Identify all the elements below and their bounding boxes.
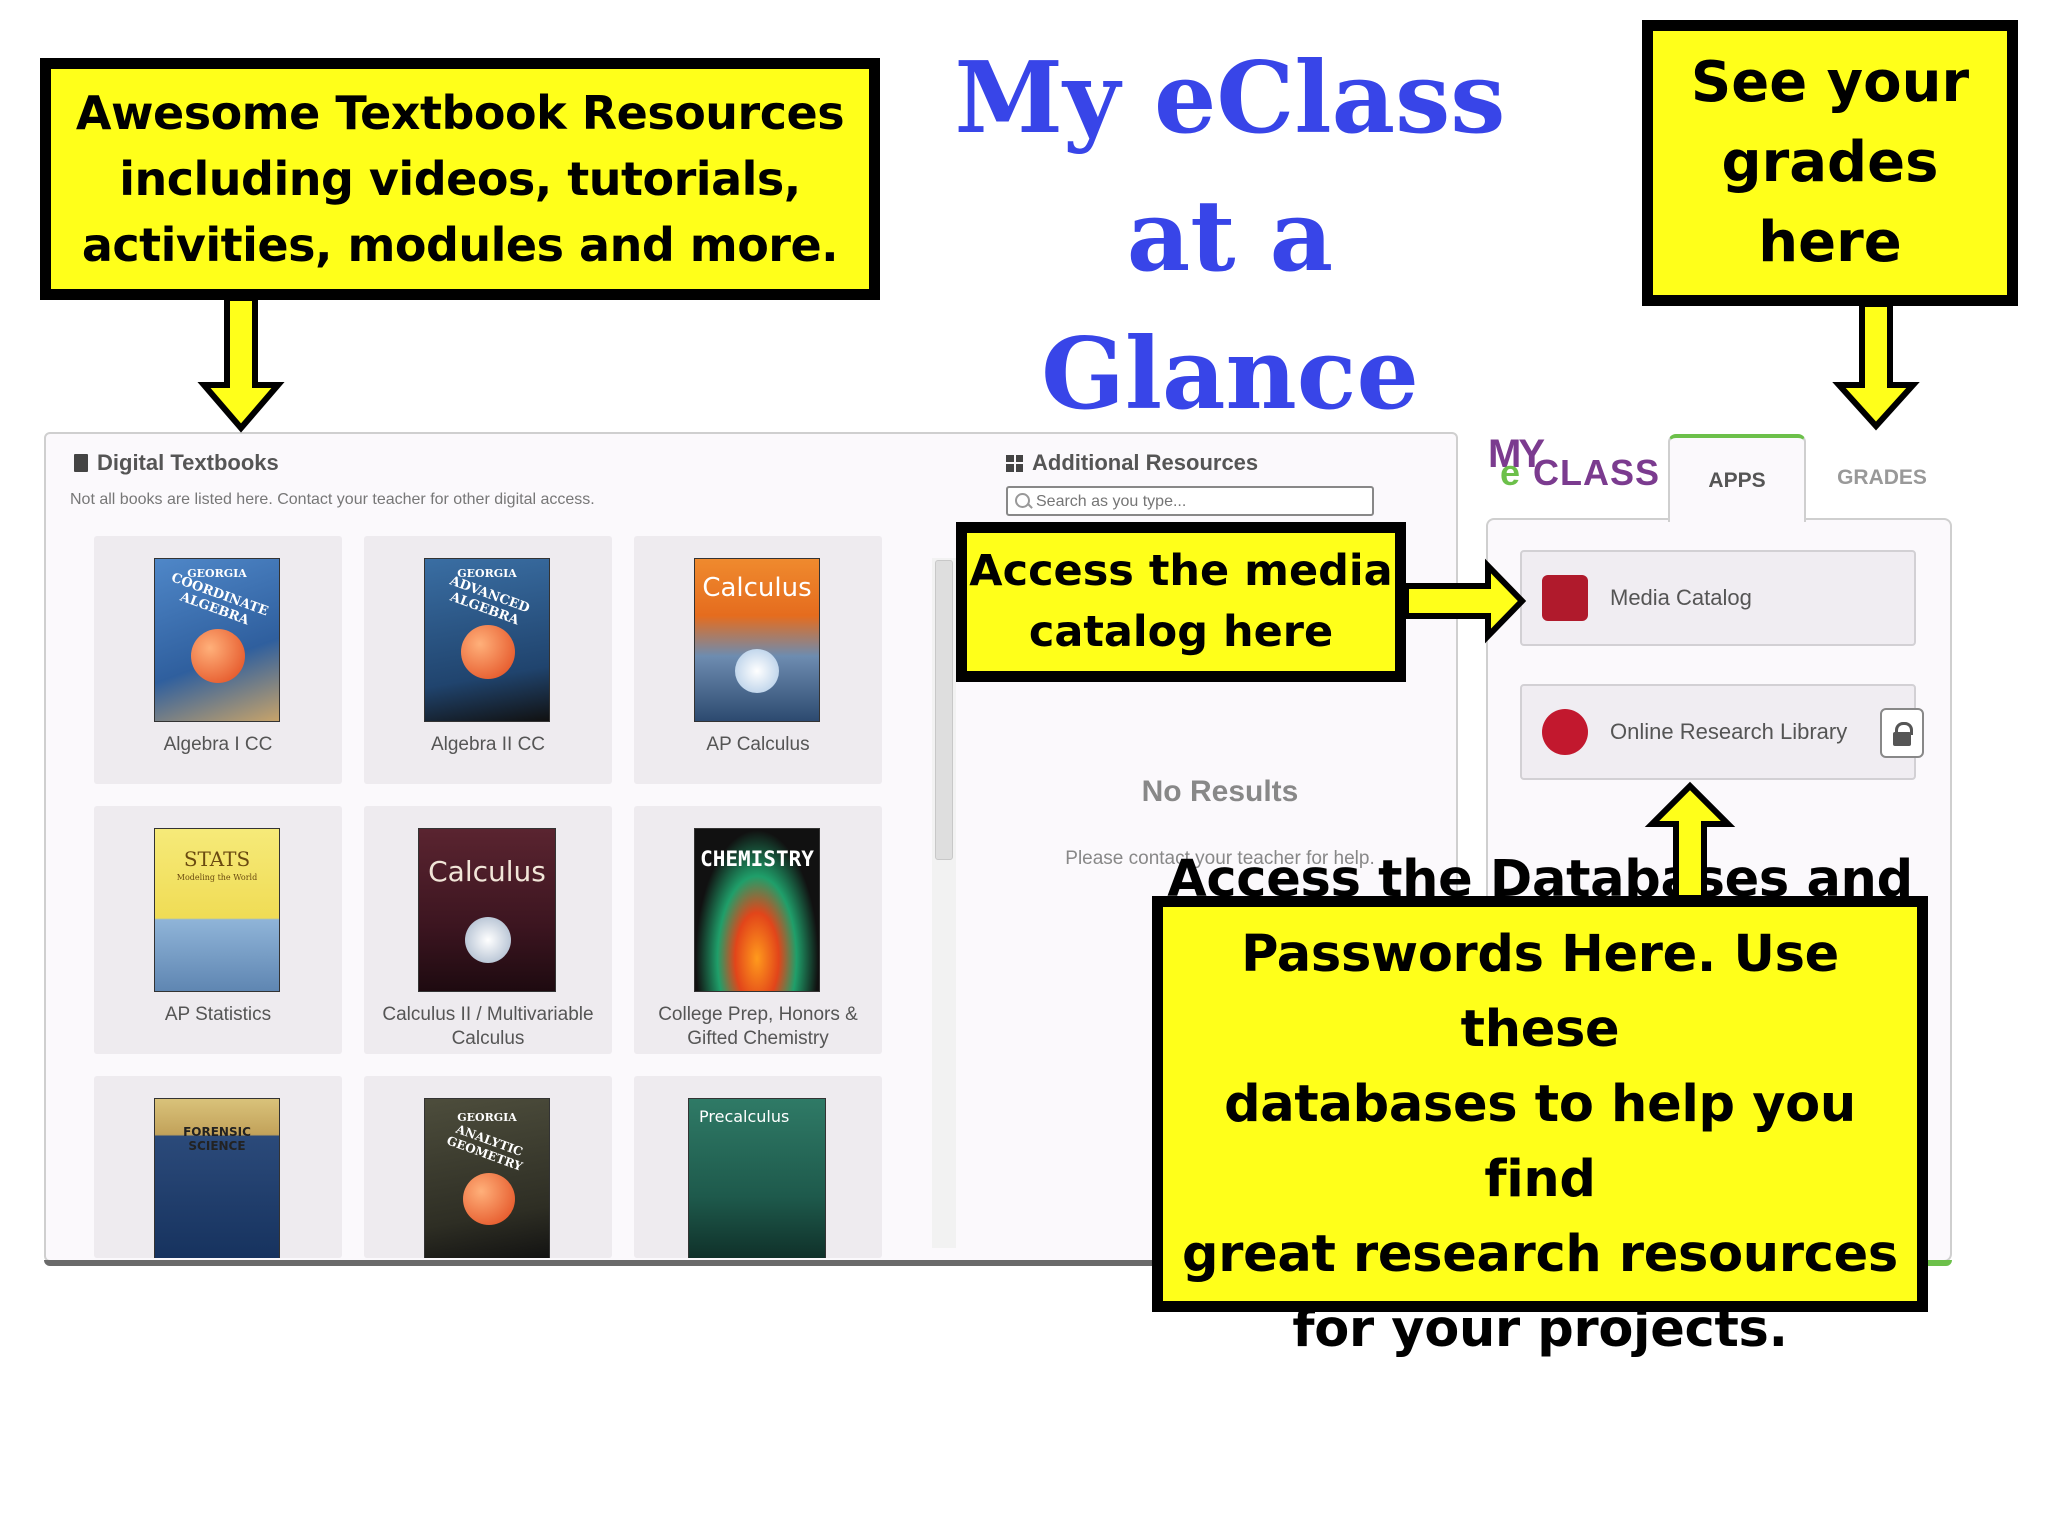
arrow-right-media — [1403, 558, 1527, 644]
scrollbar-thumb[interactable] — [935, 560, 953, 860]
databases-callout-line-4: great research resources — [1182, 1224, 1898, 1284]
page-title-line-1: My eClass — [954, 41, 1506, 156]
arrow-down-grades — [1832, 301, 1920, 431]
grades-callout-line-1: See your — [1690, 50, 1970, 115]
databases-callout-line-5: for your projects. — [1292, 1299, 1788, 1359]
book-icon — [74, 454, 88, 472]
textbooks-callout: Awesome Textbook Resources including vid… — [40, 58, 880, 300]
media-catalog-label: Media Catalog — [1610, 585, 1752, 610]
book-label: Calculus II / Multivariable Calculus — [370, 1003, 606, 1051]
book-cover-subtitle: Modeling the World — [176, 873, 258, 882]
media-callout: Access the media catalog here — [956, 522, 1406, 682]
research-library-icon — [1542, 709, 1588, 755]
book-cover: Calculus — [694, 558, 820, 722]
book-cover: GEORGIA ADVANCED ALGEBRA — [424, 558, 550, 722]
resources-search-box[interactable] — [1006, 486, 1374, 516]
book-cover: GEORGIA ANALYTIC GEOMETRY — [424, 1098, 550, 1258]
book-label: AP Calculus — [706, 734, 810, 755]
book-cover: STATS Modeling the World — [154, 828, 280, 992]
page-title-line-2: at a — [1126, 179, 1334, 294]
grades-callout-line-3: here — [1758, 210, 1902, 275]
book-label: Algebra I CC — [163, 734, 273, 755]
myeclass-logo: MY e CLASS — [1488, 432, 1661, 500]
book-cover: FORENSIC SCIENCE — [154, 1098, 280, 1258]
book-cover-title: STATS — [183, 847, 251, 871]
grades-callout: See your grades here — [1642, 20, 2018, 306]
book-cover-title: Precalculus — [699, 1107, 790, 1126]
peach-image — [463, 1173, 515, 1225]
book-cover-title: CHEMISTRY — [700, 847, 814, 871]
grades-callout-line-2: grades — [1721, 130, 1939, 195]
online-research-library-button[interactable]: Online Research Library — [1520, 684, 1916, 780]
book-cover-title: Calculus — [702, 573, 812, 603]
tab-apps[interactable]: APPS — [1668, 434, 1806, 522]
help-text: Please contact your teacher for help. — [1065, 848, 1375, 869]
book-label-line-1: Calculus II / Multivariable — [382, 1004, 594, 1025]
sphere-image — [735, 649, 779, 693]
media-callout-line-1: Access the media — [969, 546, 1393, 596]
book-cover-title: GEORGIA — [457, 1111, 517, 1124]
logo-class: CLASS — [1533, 452, 1661, 493]
book-cover: GEORGIA COORDINATE ALGEBRA — [154, 558, 280, 722]
sphere-image — [465, 917, 511, 963]
media-catalog-icon — [1542, 575, 1588, 621]
online-research-library-label: Online Research Library — [1610, 719, 1848, 744]
book-tile-algebra-2[interactable]: GEORGIA ADVANCED ALGEBRA Algebra II CC — [364, 536, 612, 784]
no-results-text: No Results — [1141, 775, 1299, 808]
book-label: College Prep, Honors & Gifted Chemistry — [640, 1003, 876, 1051]
book-tile-precalculus[interactable]: Precalculus — [634, 1076, 882, 1258]
search-icon — [1015, 493, 1030, 508]
book-label: Algebra II CC — [430, 734, 546, 755]
page-title-line-3: Glance — [1041, 317, 1419, 432]
digital-textbooks-header: Digital Textbooks — [74, 450, 279, 476]
additional-resources-title: Additional Resources — [1032, 450, 1259, 475]
resources-search-input[interactable] — [1034, 490, 1358, 514]
databases-callout-line-2: Passwords Here. Use these — [1241, 924, 1839, 1059]
databases-callout: Access the Databases and Passwords Here.… — [1152, 850, 1928, 1359]
peach-image — [461, 625, 515, 679]
additional-resources-header: Additional Resources — [1006, 450, 1258, 476]
arrow-up-databases — [1644, 781, 1736, 901]
book-tile-analytic-geometry[interactable]: GEORGIA ANALYTIC GEOMETRY — [364, 1076, 612, 1258]
book-tile-calculus-2[interactable]: Calculus Calculus II / Multivariable Cal… — [364, 806, 612, 1054]
book-tile-algebra-1[interactable]: GEORGIA COORDINATE ALGEBRA Algebra I CC — [94, 536, 342, 784]
book-cover-title: Calculus — [428, 855, 546, 888]
databases-callout-line-3: databases to help you find — [1224, 1074, 1856, 1209]
media-catalog-button[interactable]: Media Catalog — [1520, 550, 1916, 646]
tab-grades[interactable]: GRADES — [1837, 466, 1927, 489]
book-cover: Precalculus — [688, 1098, 826, 1258]
textbooks-callout-line-3: activities, modules and more. — [81, 218, 839, 272]
page-title: My eClass at a Glance — [930, 30, 1530, 444]
digital-textbooks-title: Digital Textbooks — [97, 450, 279, 475]
textbooks-scrollbar[interactable] — [932, 558, 956, 1248]
book-tile-ap-statistics[interactable]: STATS Modeling the World AP Statistics — [94, 806, 342, 1054]
book-label-line-2: Gifted Chemistry — [687, 1028, 829, 1049]
book-label-line-2: Calculus — [451, 1028, 525, 1049]
book-cover-title: GEORGIA — [457, 567, 517, 580]
book-tile-ap-calculus[interactable]: Calculus AP Calculus — [634, 536, 882, 784]
book-cover: Calculus — [418, 828, 556, 992]
book-cover-title: GEORGIA — [187, 567, 247, 580]
textbooks-callout-line-1: Awesome Textbook Resources — [75, 86, 845, 140]
databases-callout-line-1: Access the Databases and — [1167, 849, 1913, 909]
digital-textbooks-subtitle: Not all books are listed here. Contact y… — [70, 491, 595, 508]
grid-icon — [1006, 454, 1023, 472]
textbooks-callout-line-2: including videos, tutorials, — [119, 152, 801, 206]
logo-my: MY — [1488, 432, 1545, 476]
arrow-down-textbooks — [197, 295, 285, 433]
book-label: AP Statistics — [164, 1004, 272, 1025]
book-label-line-1: College Prep, Honors & — [658, 1004, 858, 1025]
book-cover-title: FORENSIC SCIENCE — [183, 1125, 251, 1153]
logo-e: e — [1500, 452, 1521, 493]
media-callout-line-2: catalog here — [1028, 607, 1334, 657]
peach-image — [191, 629, 245, 683]
book-tile-chemistry[interactable]: CHEMISTRY College Prep, Honors & Gifted … — [634, 806, 882, 1054]
book-tile-forensic-science[interactable]: FORENSIC SCIENCE — [94, 1076, 342, 1258]
book-cover: CHEMISTRY — [694, 828, 820, 992]
lock-icon[interactable] — [1880, 708, 1924, 758]
